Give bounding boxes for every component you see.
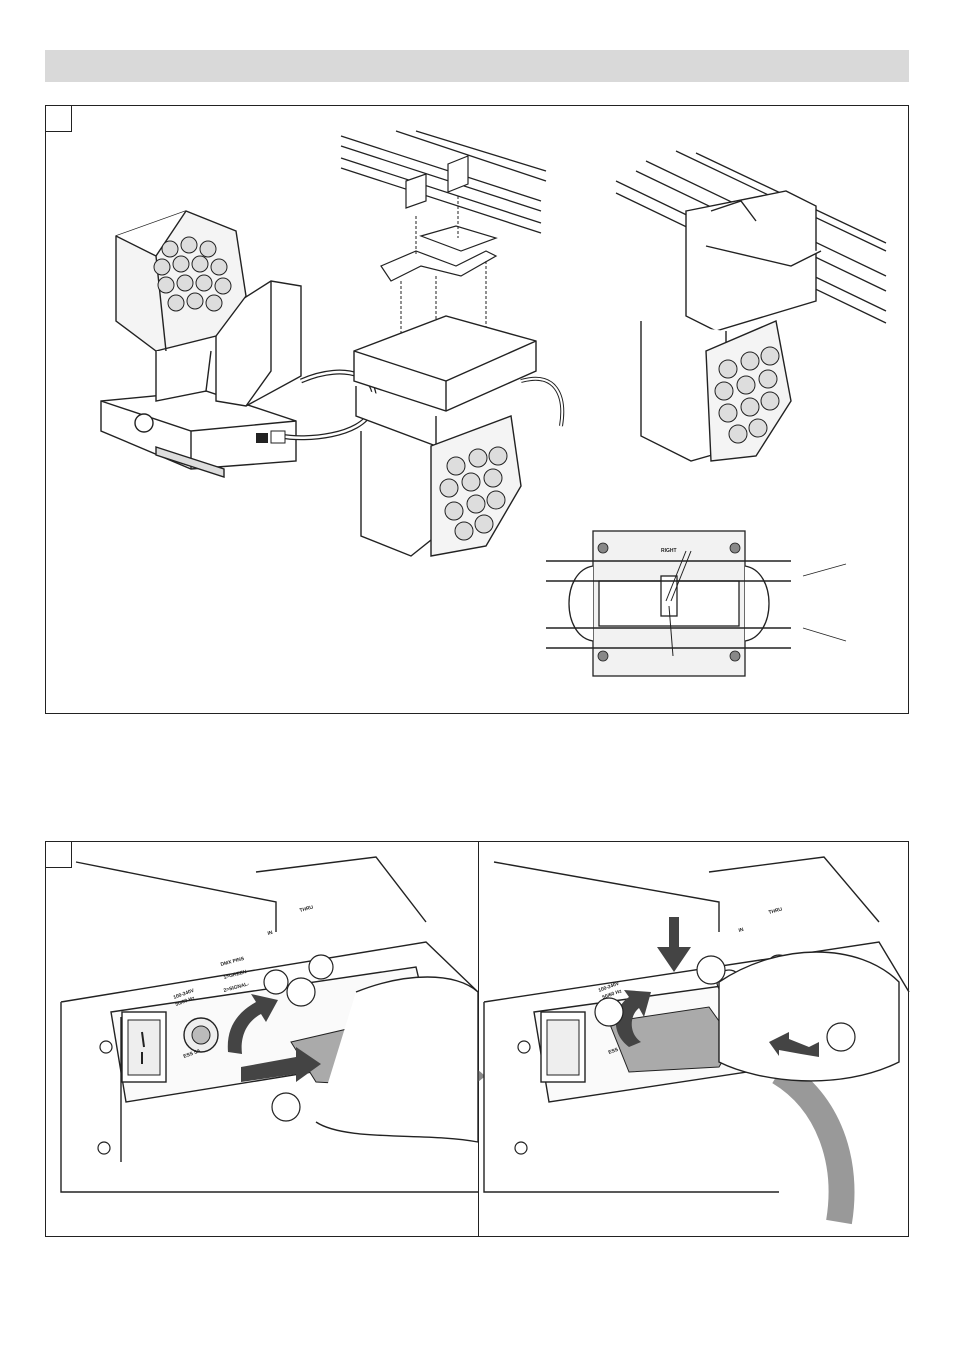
dmx-in-label: IN xyxy=(738,927,745,934)
figure-number-box xyxy=(46,106,72,132)
mount-direction-label: RIGHT xyxy=(661,548,677,554)
step-callout-circle xyxy=(287,978,315,1006)
step-callout-circle xyxy=(595,998,623,1026)
dmx-thru-label: THRU xyxy=(768,906,783,915)
bottom-plate-view-illustration: RIGHT xyxy=(541,526,861,686)
power-connector-lock-illustration: 100-240V 50/60 Hz IN THRU ESS 5A xyxy=(479,842,909,1236)
truss-mount-exploded-illustration xyxy=(336,126,576,566)
figure-2-panel: 100-240V 50/60 Hz DMX PINS 1=GREEN 2=SIG… xyxy=(45,841,909,1237)
dmx-pins-title: DMX PINS xyxy=(220,956,246,968)
step-callout-circle xyxy=(827,1023,855,1051)
power-connector-insert-illustration: 100-240V 50/60 Hz DMX PINS 1=GREEN 2=SIG… xyxy=(46,842,478,1236)
step-callout-circle xyxy=(272,1093,300,1121)
dmx-thru-label: THRU xyxy=(299,904,314,913)
section-header-bar xyxy=(45,50,909,82)
truss-mounted-illustration xyxy=(616,151,896,471)
figure-1-panel: RIGHT xyxy=(45,105,909,714)
step-callout-circle xyxy=(697,956,725,984)
